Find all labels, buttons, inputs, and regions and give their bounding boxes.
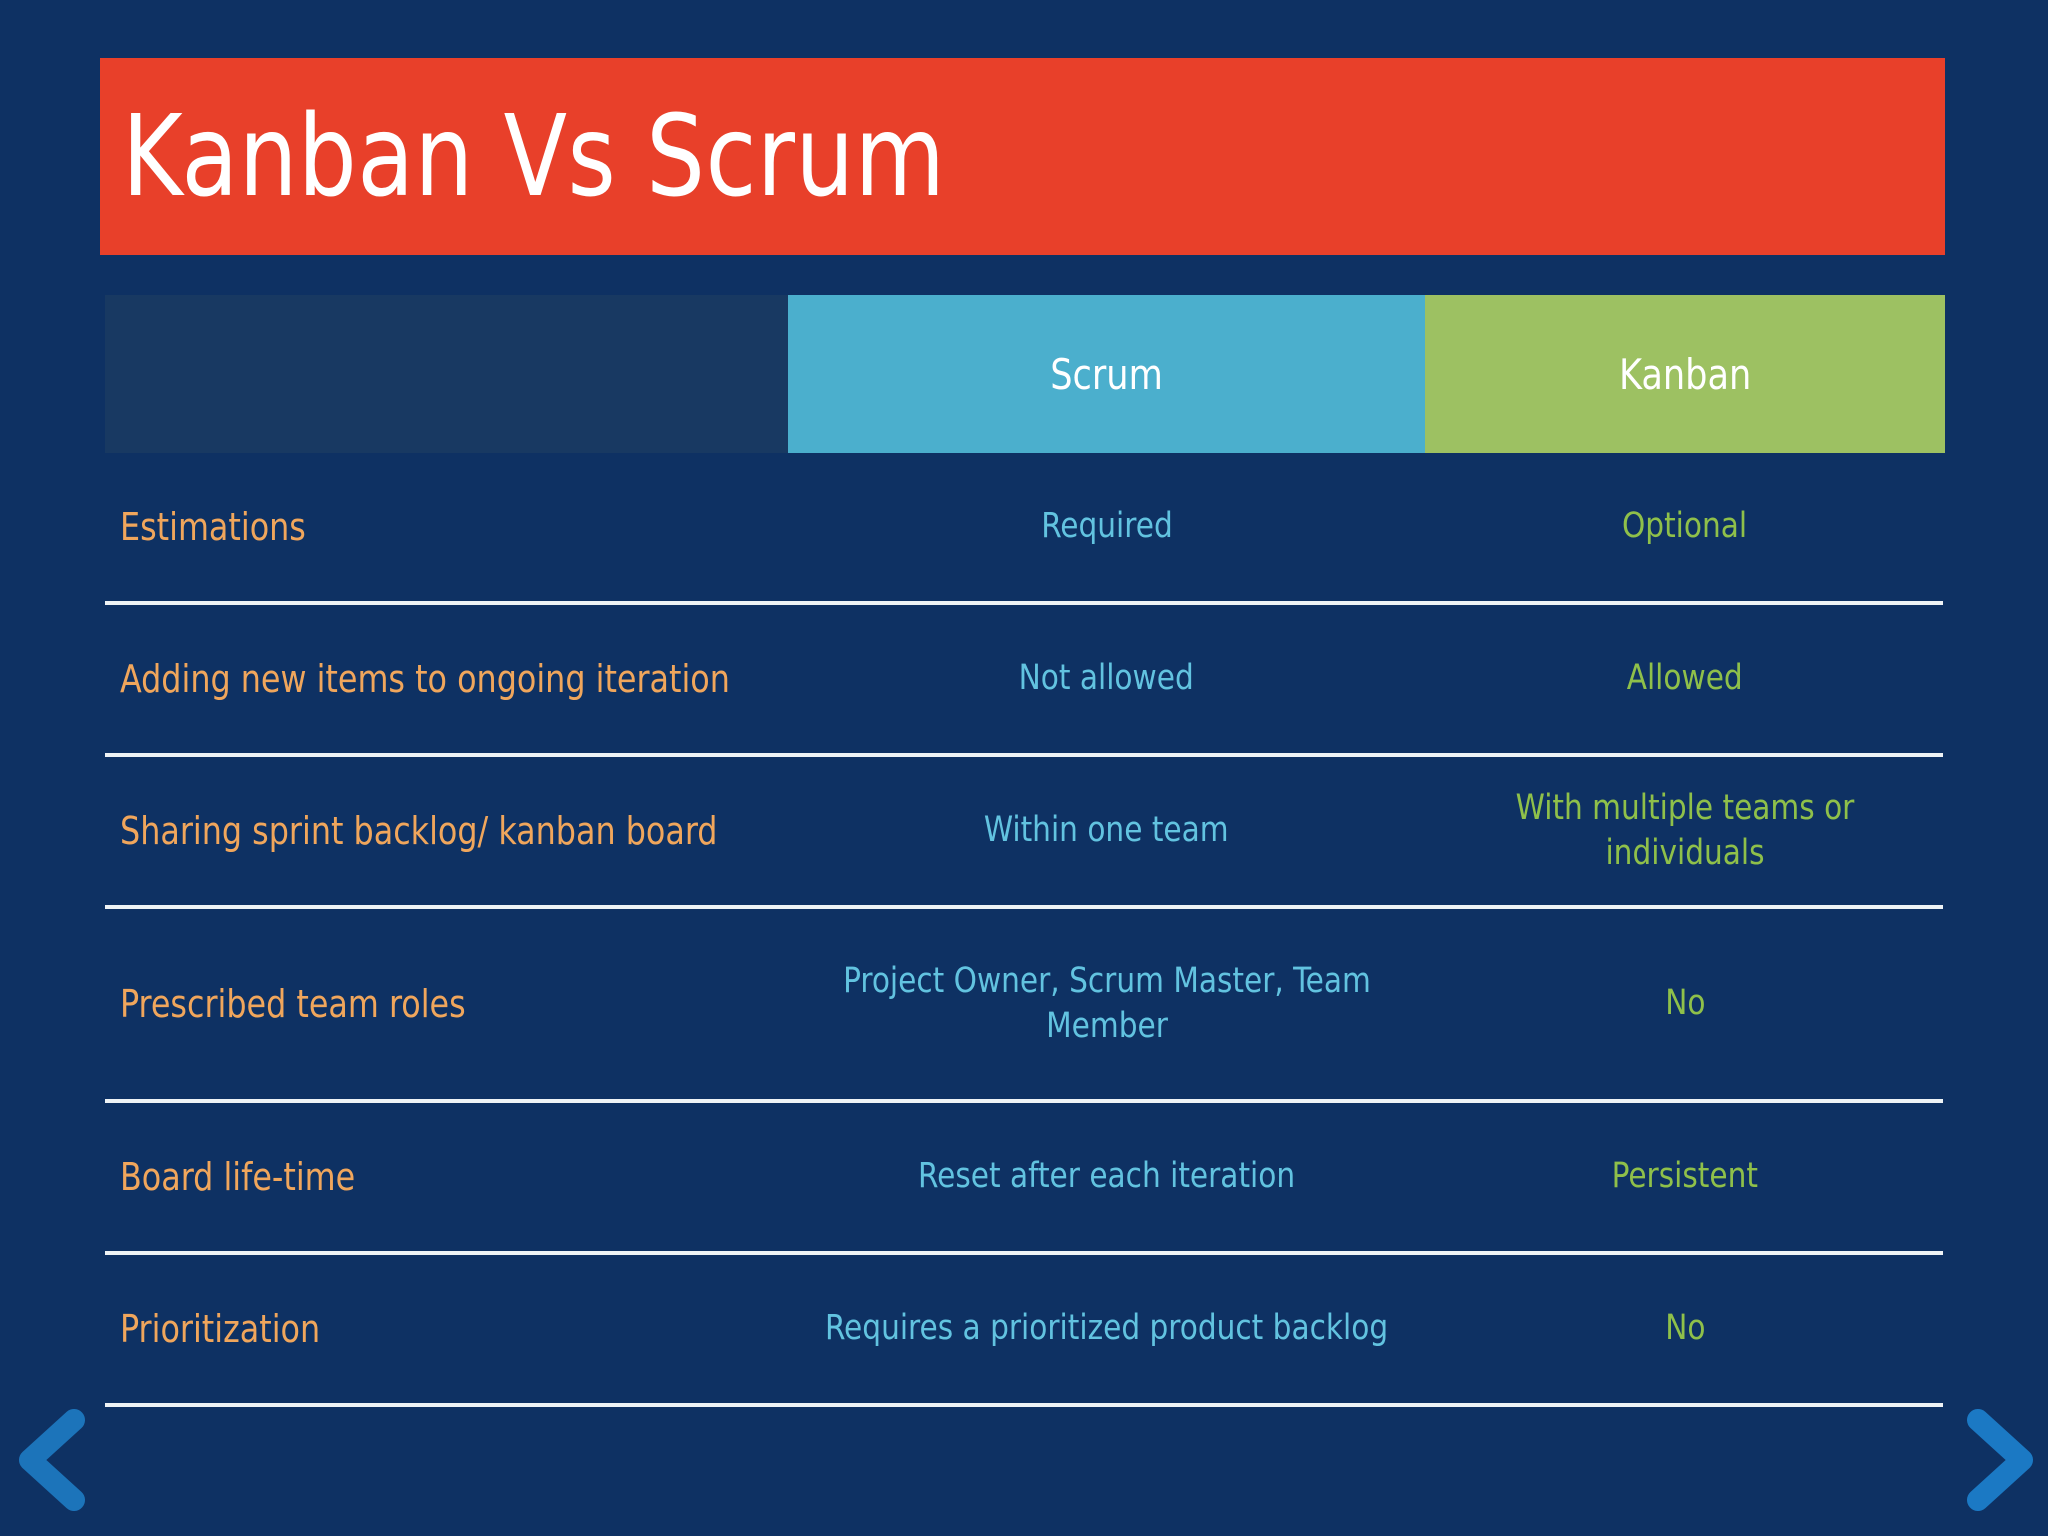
chevron-left-icon <box>19 1409 85 1511</box>
previous-slide-button[interactable] <box>8 1406 86 1514</box>
row-divider <box>105 1099 1943 1103</box>
row-scrum-value: Required <box>1040 506 1173 547</box>
header-cell-kanban: Kanban <box>1425 295 1945 453</box>
next-slide-button[interactable] <box>1962 1406 2040 1514</box>
row-feature-label: Sharing sprint backlog/ kanban board <box>120 808 718 853</box>
row-scrum-cell: Within one team <box>788 757 1425 905</box>
row-feature-label: Prescribed team roles <box>120 981 466 1026</box>
row-divider <box>105 1403 1943 1407</box>
row-feature-cell: Prescribed team roles <box>105 909 788 1099</box>
row-kanban-value: With multiple teams or individuals <box>1515 787 1855 874</box>
row-kanban-value: Allowed <box>1626 658 1744 699</box>
row-kanban-cell: Allowed <box>1425 605 1945 753</box>
title-banner: Kanban Vs Scrum <box>100 58 1945 255</box>
row-divider <box>105 905 1943 909</box>
row-divider <box>105 753 1943 757</box>
table-header-row: Scrum Kanban <box>105 295 1945 453</box>
row-kanban-cell: Persistent <box>1425 1103 1945 1251</box>
row-feature-cell: Board life-time <box>105 1103 788 1251</box>
header-cell-scrum: Scrum <box>788 295 1425 453</box>
table-row: Estimations Required Optional <box>105 453 1945 601</box>
row-scrum-cell: Requires a prioritized product backlog <box>788 1255 1425 1403</box>
row-scrum-value: Within one team <box>984 810 1229 851</box>
header-cell-feature <box>105 295 788 453</box>
table-row: Sharing sprint backlog/ kanban board Wit… <box>105 757 1945 905</box>
page-title: Kanban Vs Scrum <box>122 91 946 222</box>
row-divider <box>105 601 1943 605</box>
row-kanban-cell: With multiple teams or individuals <box>1425 757 1945 905</box>
row-feature-cell: Sharing sprint backlog/ kanban board <box>105 757 788 905</box>
row-scrum-cell: Reset after each iteration <box>788 1103 1425 1251</box>
header-label-kanban: Kanban <box>1618 349 1752 399</box>
row-scrum-cell: Project Owner, Scrum Master, Team Member <box>788 909 1425 1099</box>
row-feature-label: Estimations <box>120 504 306 549</box>
header-label-scrum: Scrum <box>1050 349 1163 399</box>
row-scrum-cell: Required <box>788 453 1425 601</box>
table-row: Board life-time Reset after each iterati… <box>105 1103 1945 1251</box>
row-scrum-cell: Not allowed <box>788 605 1425 753</box>
row-scrum-value: Requires a prioritized product backlog <box>824 1308 1389 1349</box>
row-scrum-value: Project Owner, Scrum Master, Team Member <box>842 960 1371 1047</box>
row-kanban-value: No <box>1664 1308 1706 1349</box>
row-feature-label: Prioritization <box>120 1306 321 1351</box>
row-scrum-value: Not allowed <box>1018 658 1195 699</box>
row-kanban-value: Persistent <box>1611 1156 1759 1197</box>
row-kanban-cell: No <box>1425 1255 1945 1403</box>
row-kanban-cell: Optional <box>1425 453 1945 601</box>
row-divider <box>105 1251 1943 1255</box>
row-scrum-value: Reset after each iteration <box>917 1156 1296 1197</box>
row-kanban-cell: No <box>1425 909 1945 1099</box>
row-feature-label: Board life-time <box>120 1154 356 1199</box>
table-row: Adding new items to ongoing iteration No… <box>105 605 1945 753</box>
table-row: Prescribed team roles Project Owner, Scr… <box>105 909 1945 1099</box>
row-feature-label: Adding new items to ongoing iteration <box>120 656 730 701</box>
row-kanban-value: Optional <box>1622 506 1748 547</box>
table-row: Prioritization Requires a prioritized pr… <box>105 1255 1945 1403</box>
row-feature-cell: Prioritization <box>105 1255 788 1403</box>
row-feature-cell: Adding new items to ongoing iteration <box>105 605 788 753</box>
row-feature-cell: Estimations <box>105 453 788 601</box>
chevron-right-icon <box>1967 1409 2033 1511</box>
row-kanban-value: No <box>1664 983 1706 1024</box>
comparison-table: Scrum Kanban Estimations Required Option… <box>105 295 1945 1407</box>
